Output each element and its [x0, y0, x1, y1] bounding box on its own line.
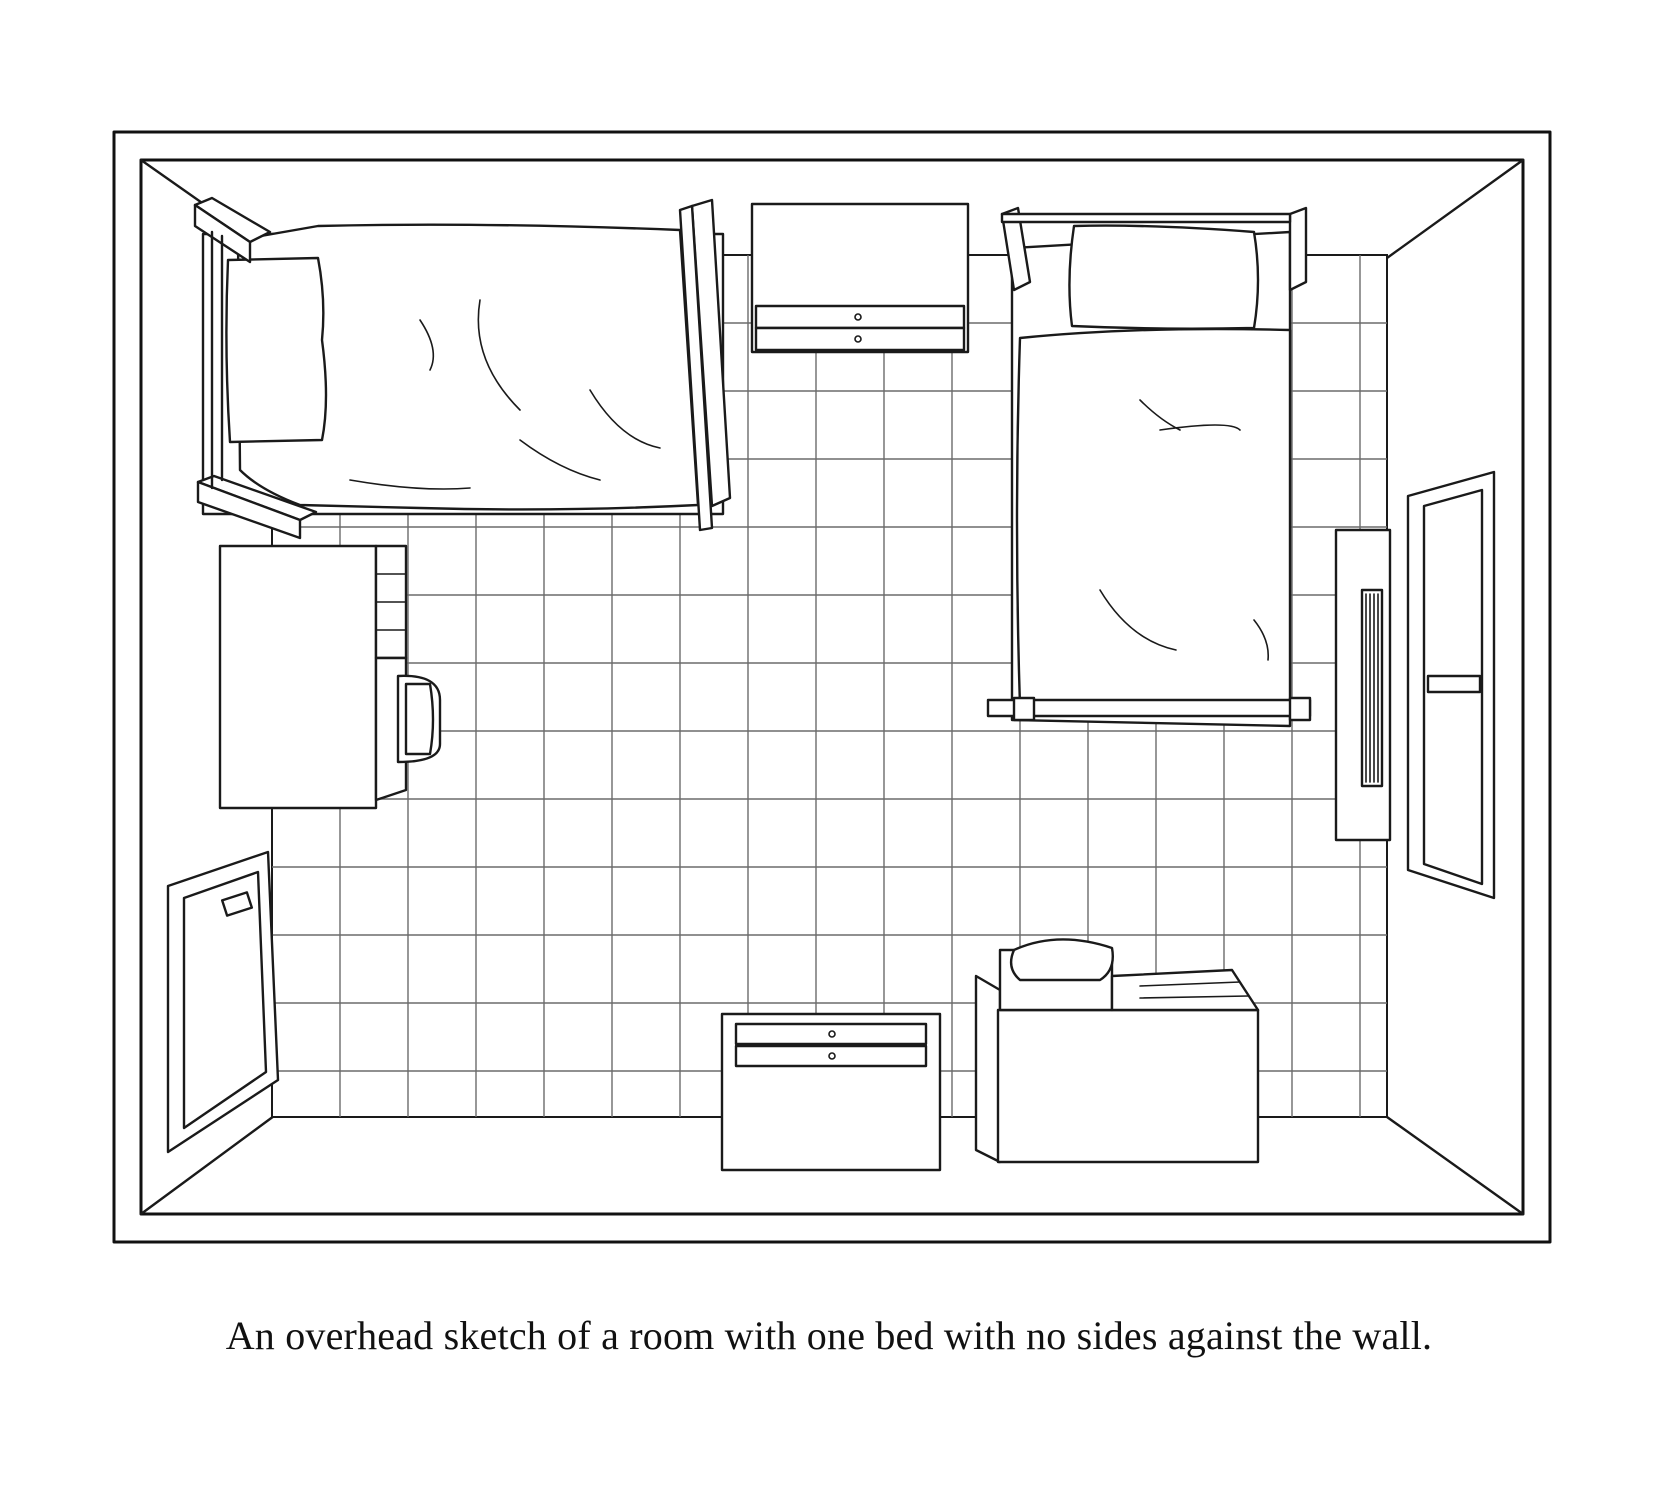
bed-right [986, 206, 1312, 728]
room-frame [112, 130, 1552, 1244]
door-left [166, 850, 280, 1154]
room-sketch-svg [112, 130, 1552, 1244]
dresser-top [750, 202, 970, 354]
room-sketch [112, 130, 1552, 1244]
door-right [1406, 470, 1496, 900]
radiator-right [1334, 528, 1392, 842]
dresser-bottom [720, 1012, 942, 1172]
caption: An overhead sketch of a room with one be… [225, 1313, 1433, 1358]
desk-bottom [974, 938, 1260, 1164]
desk-left [218, 544, 442, 810]
bed-left [193, 196, 732, 540]
